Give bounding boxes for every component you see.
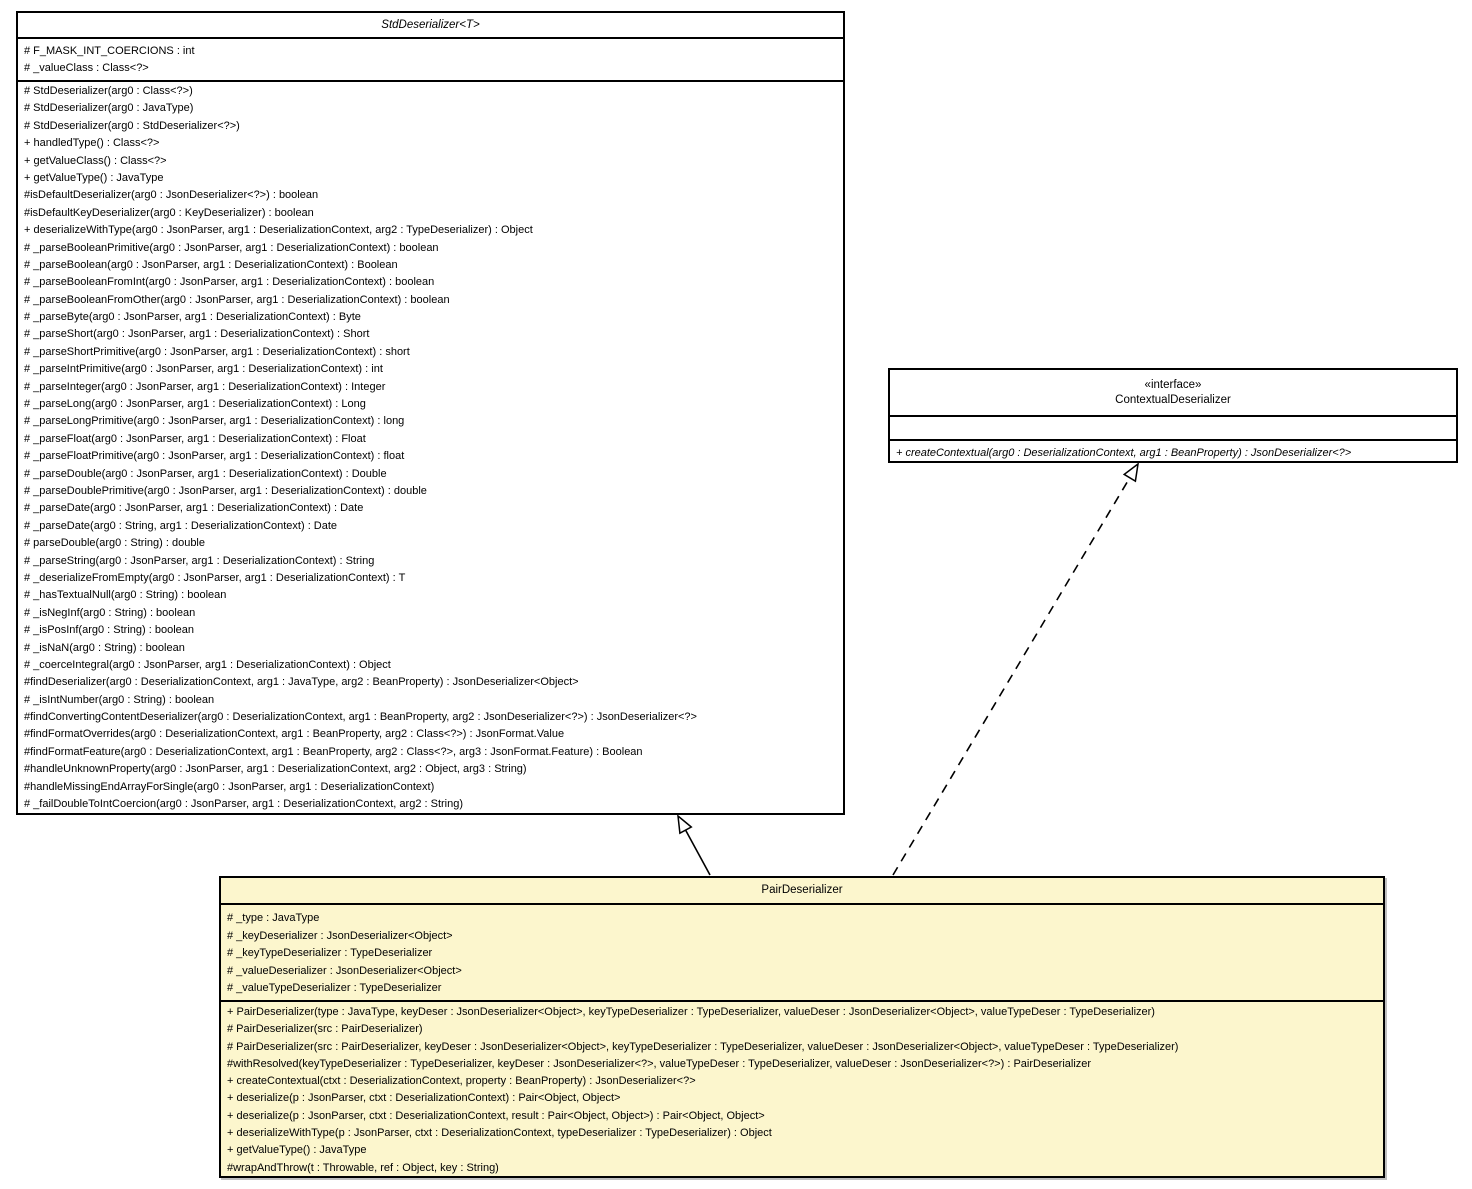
method-line: + PairDeserializer(type : JavaType, keyD… — [227, 1006, 1155, 1018]
method-line: # _parseByte(arg0 : JsonParser, arg1 : D… — [24, 311, 361, 324]
stereotype-label: «interface» — [1144, 378, 1202, 391]
method-line: # StdDeserializer(arg0 : JavaType) — [24, 102, 194, 115]
method-line: # _parseDate(arg0 : JsonParser, arg1 : D… — [24, 502, 364, 515]
method-line: # PairDeserializer(src : PairDeserialize… — [227, 1023, 423, 1036]
method-line: # _parseBooleanFromInt(arg0 : JsonParser… — [24, 276, 435, 289]
method-line: # _parseFloat(arg0 : JsonParser, arg1 : … — [24, 432, 366, 445]
method-line: # _parseLong(arg0 : JsonParser, arg1 : D… — [24, 398, 366, 411]
class-box-pair-deserializer: PairDeserializer # _type : JavaType # _ke… — [219, 876, 1385, 1178]
method-line: + deserialize(p : JsonParser, ctxt : Des… — [227, 1109, 765, 1122]
method-line: #findDeserializer(arg0 : Deserialization… — [24, 676, 579, 689]
class-box-std-deserializer: StdDeserializer<T> # F_MASK_INT_COERCION… — [16, 11, 845, 815]
methods-compartment: + PairDeserializer(type : JavaType, keyD… — [221, 1000, 1383, 1176]
method-line: # parseDouble(arg0 : String) : double — [24, 537, 205, 550]
method-line: #handleMissingEndArrayForSingle(arg0 : J… — [24, 780, 435, 793]
method-line: #withResolved(keyTypeDeserializer : Type… — [227, 1057, 1092, 1070]
method-line: #isDefaultDeserializer(arg0 : JsonDeseri… — [24, 189, 319, 202]
field-line: # _keyTypeDeserializer : TypeDeserialize… — [227, 947, 433, 959]
method-line: # _parseBooleanFromOther(arg0 : JsonPars… — [24, 293, 450, 306]
method-line: #handleUnknownProperty(arg0 : JsonParser… — [24, 763, 527, 776]
method-line: # _parseShort(arg0 : JsonParser, arg1 : … — [24, 328, 370, 341]
method-line: # _parseIntPrimitive(arg0 : JsonParser, … — [24, 363, 383, 376]
realization-arrow — [892, 462, 1140, 876]
method-line: + deserializeWithType(arg0 : JsonParser,… — [24, 224, 533, 237]
hollow-triangle-arrowhead-icon — [1122, 462, 1140, 483]
method-line: + handledType() : Class<?> — [24, 137, 160, 150]
field-line: # _valueTypeDeserializer : TypeDeseriali… — [227, 982, 442, 994]
method-line: # _parseLongPrimitive(arg0 : JsonParser,… — [24, 415, 405, 428]
class-title-std-deserializer: StdDeserializer<T> — [18, 13, 843, 37]
method-line: # _parseString(arg0 : JsonParser, arg1 :… — [24, 554, 375, 567]
method-line: + createContextual(ctxt : Deserializatio… — [227, 1075, 696, 1088]
class-title-pair-deserializer: PairDeserializer — [221, 878, 1383, 903]
method-line: # _parseShortPrimitive(arg0 : JsonParser… — [24, 345, 410, 358]
fields-compartment: # F_MASK_INT_COERCIONS : int # _valueClas… — [18, 37, 843, 80]
method-line: + deserialize(p : JsonParser, ctxt : Des… — [227, 1092, 621, 1105]
method-line: #wrapAndThrow(t : Throwable, ref : Objec… — [227, 1161, 499, 1174]
interface-title-contextual-deserializer: «interface» ContextualDeserializer — [890, 370, 1456, 415]
methods-compartment: + createContextual(arg0 : Deserializatio… — [890, 439, 1456, 461]
method-line: # _parseBooleanPrimitive(arg0 : JsonPars… — [24, 241, 439, 254]
method-line: # _parseDoublePrimitive(arg0 : JsonParse… — [24, 484, 427, 497]
field-line: # _valueClass : Class<?> — [24, 62, 149, 75]
method-line: # _isPosInf(arg0 : String) : boolean — [24, 624, 194, 637]
fields-compartment: # _type : JavaType # _keyDeserializer : J… — [221, 903, 1383, 1000]
class-name-label: PairDeserializer — [761, 884, 843, 896]
method-line: # _coerceIntegral(arg0 : JsonParser, arg… — [24, 658, 391, 671]
field-line: # _keyDeserializer : JsonDeserializer<Ob… — [227, 929, 453, 942]
field-line: # _type : JavaType — [227, 912, 320, 924]
method-line: # _parseInteger(arg0 : JsonParser, arg1 … — [24, 380, 386, 393]
method-line: # PairDeserializer(src : PairDeserialize… — [227, 1040, 1179, 1053]
method-line: # _deserializeFromEmpty(arg0 : JsonParse… — [24, 571, 406, 584]
hollow-triangle-arrowhead-icon — [677, 814, 693, 835]
method-line: # _parseFloatPrimitive(arg0 : JsonParser… — [24, 450, 405, 463]
method-line: #findFormatOverrides(arg0 : Deserializat… — [24, 728, 565, 741]
method-line: + getValueClass() : Class<?> — [24, 154, 167, 167]
method-line: #findConvertingContentDeserializer(arg0 … — [24, 711, 697, 724]
methods-compartment: # StdDeserializer(arg0 : Class<?>) # StdD… — [18, 80, 843, 813]
method-line: # StdDeserializer(arg0 : StdDeserializer… — [24, 119, 240, 132]
method-line: # _failDoubleToIntCoercion(arg0 : JsonPa… — [24, 798, 464, 811]
method-line: + getValueType() : JavaType — [227, 1144, 367, 1157]
method-line: + createContextual(arg0 : Deserializatio… — [896, 447, 1352, 459]
method-line: # _isIntNumber(arg0 : String) : boolean — [24, 693, 215, 706]
method-line: #isDefaultKeyDeserializer(arg0 : KeyDese… — [24, 206, 314, 219]
generalization-arrow — [677, 814, 711, 876]
field-line: # _valueDeserializer : JsonDeserializer<… — [227, 964, 462, 977]
field-line: # F_MASK_INT_COERCIONS : int — [24, 45, 195, 57]
fields-compartment-empty — [890, 415, 1456, 439]
method-line: # _parseDate(arg0 : String, arg1 : Deser… — [24, 519, 338, 532]
method-line: # _isNegInf(arg0 : String) : boolean — [24, 606, 196, 619]
interface-box-contextual-deserializer: «interface» ContextualDeserializer + cre… — [888, 368, 1458, 463]
interface-name-label: ContextualDeserializer — [1115, 393, 1231, 406]
method-line: # _isNaN(arg0 : String) : boolean — [24, 641, 185, 654]
method-line: # _parseBoolean(arg0 : JsonParser, arg1 … — [24, 258, 398, 271]
method-line: # _hasTextualNull(arg0 : String) : boole… — [24, 589, 227, 602]
method-line: #findFormatFeature(arg0 : Deserializatio… — [24, 745, 643, 758]
method-line: + getValueType() : JavaType — [24, 171, 164, 184]
method-line: # StdDeserializer(arg0 : Class<?>) — [24, 85, 193, 97]
method-line: + deserializeWithType(p : JsonParser, ct… — [227, 1127, 772, 1140]
class-name-label: StdDeserializer<T> — [381, 18, 480, 31]
method-line: # _parseDouble(arg0 : JsonParser, arg1 :… — [24, 467, 387, 480]
